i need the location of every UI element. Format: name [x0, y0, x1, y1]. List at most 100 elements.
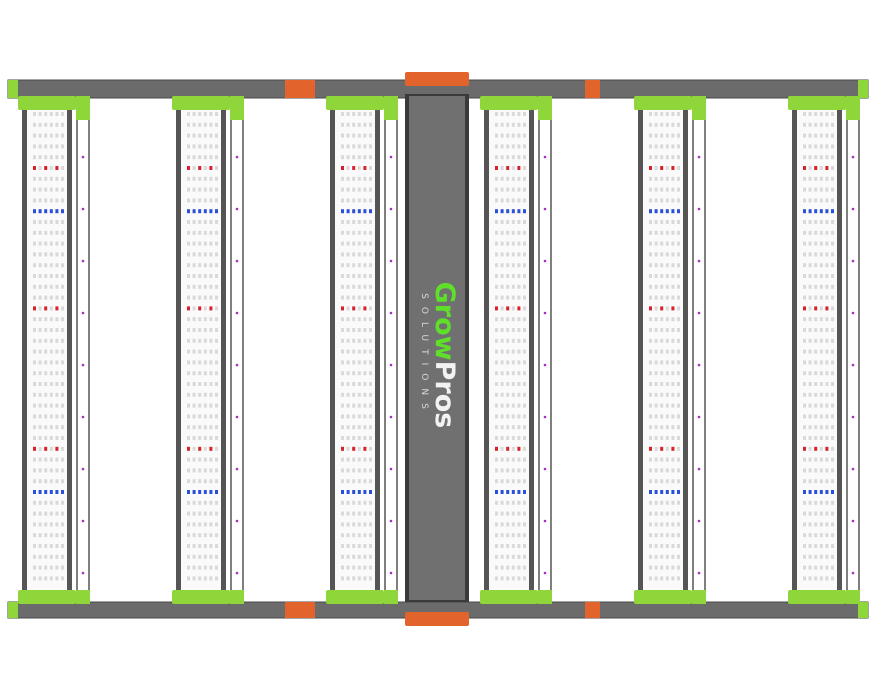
led — [352, 252, 356, 257]
led — [831, 328, 834, 332]
led — [814, 176, 818, 181]
led — [649, 511, 652, 516]
led — [671, 403, 675, 408]
led — [517, 544, 521, 548]
uv-led — [543, 571, 547, 575]
led — [369, 392, 372, 397]
led — [660, 166, 664, 170]
led — [523, 122, 526, 127]
led — [649, 155, 652, 160]
led — [352, 112, 356, 116]
led — [825, 176, 829, 181]
led — [677, 468, 680, 473]
led — [187, 122, 190, 127]
led — [819, 328, 823, 332]
led — [671, 392, 675, 397]
led — [649, 349, 652, 354]
led — [369, 176, 372, 181]
led — [33, 500, 36, 505]
led — [654, 338, 658, 343]
led — [203, 457, 207, 462]
led — [495, 565, 498, 570]
led — [198, 468, 202, 473]
led — [495, 544, 498, 548]
led — [203, 565, 207, 570]
led — [49, 565, 53, 570]
led — [523, 166, 526, 170]
led — [352, 360, 356, 365]
led — [61, 349, 64, 354]
led — [660, 263, 664, 268]
led — [814, 328, 818, 332]
led — [831, 500, 834, 505]
led — [363, 133, 367, 138]
led — [677, 122, 680, 127]
led — [803, 166, 806, 170]
led — [49, 198, 53, 203]
led — [819, 511, 823, 516]
led — [677, 533, 680, 538]
led — [677, 565, 680, 570]
led — [649, 284, 652, 289]
uv-led — [851, 571, 855, 575]
led — [198, 209, 202, 214]
led — [803, 414, 806, 419]
led — [49, 436, 53, 440]
led — [660, 155, 664, 160]
led — [192, 284, 196, 289]
led — [215, 500, 218, 505]
led — [346, 274, 350, 278]
led — [500, 479, 504, 484]
led — [209, 209, 213, 214]
led — [506, 565, 510, 570]
led — [825, 490, 829, 494]
led — [198, 317, 202, 322]
led — [506, 490, 510, 494]
led — [352, 446, 356, 451]
side-rail-clip — [846, 590, 860, 604]
led — [495, 436, 498, 440]
led — [517, 446, 521, 451]
side-rail-clip — [692, 590, 706, 604]
led — [808, 382, 812, 386]
led — [203, 176, 207, 181]
led — [665, 263, 669, 268]
led — [209, 284, 213, 289]
led — [363, 209, 367, 214]
led — [363, 371, 367, 376]
led — [500, 446, 504, 451]
led — [187, 446, 190, 451]
uv-led — [697, 415, 701, 419]
led — [55, 187, 59, 192]
led — [495, 220, 498, 224]
led — [198, 576, 202, 581]
led — [215, 187, 218, 192]
led — [649, 220, 652, 224]
bar-end-cap — [326, 96, 384, 110]
led — [341, 565, 344, 570]
led — [814, 220, 818, 224]
led — [55, 306, 59, 311]
led — [808, 295, 812, 300]
led — [357, 403, 361, 408]
led — [198, 133, 202, 138]
led — [506, 274, 510, 278]
led — [654, 241, 658, 246]
led — [665, 338, 669, 343]
led — [831, 284, 834, 289]
led — [495, 554, 498, 559]
led — [187, 306, 190, 311]
led — [369, 468, 372, 473]
led — [209, 144, 213, 149]
uv-led — [389, 415, 393, 419]
led — [61, 306, 64, 311]
led — [671, 414, 675, 419]
led — [352, 295, 356, 300]
led — [55, 112, 59, 116]
led — [192, 338, 196, 343]
led — [61, 544, 64, 548]
led — [506, 317, 510, 322]
led — [825, 209, 829, 214]
led — [203, 544, 207, 548]
led — [814, 511, 818, 516]
